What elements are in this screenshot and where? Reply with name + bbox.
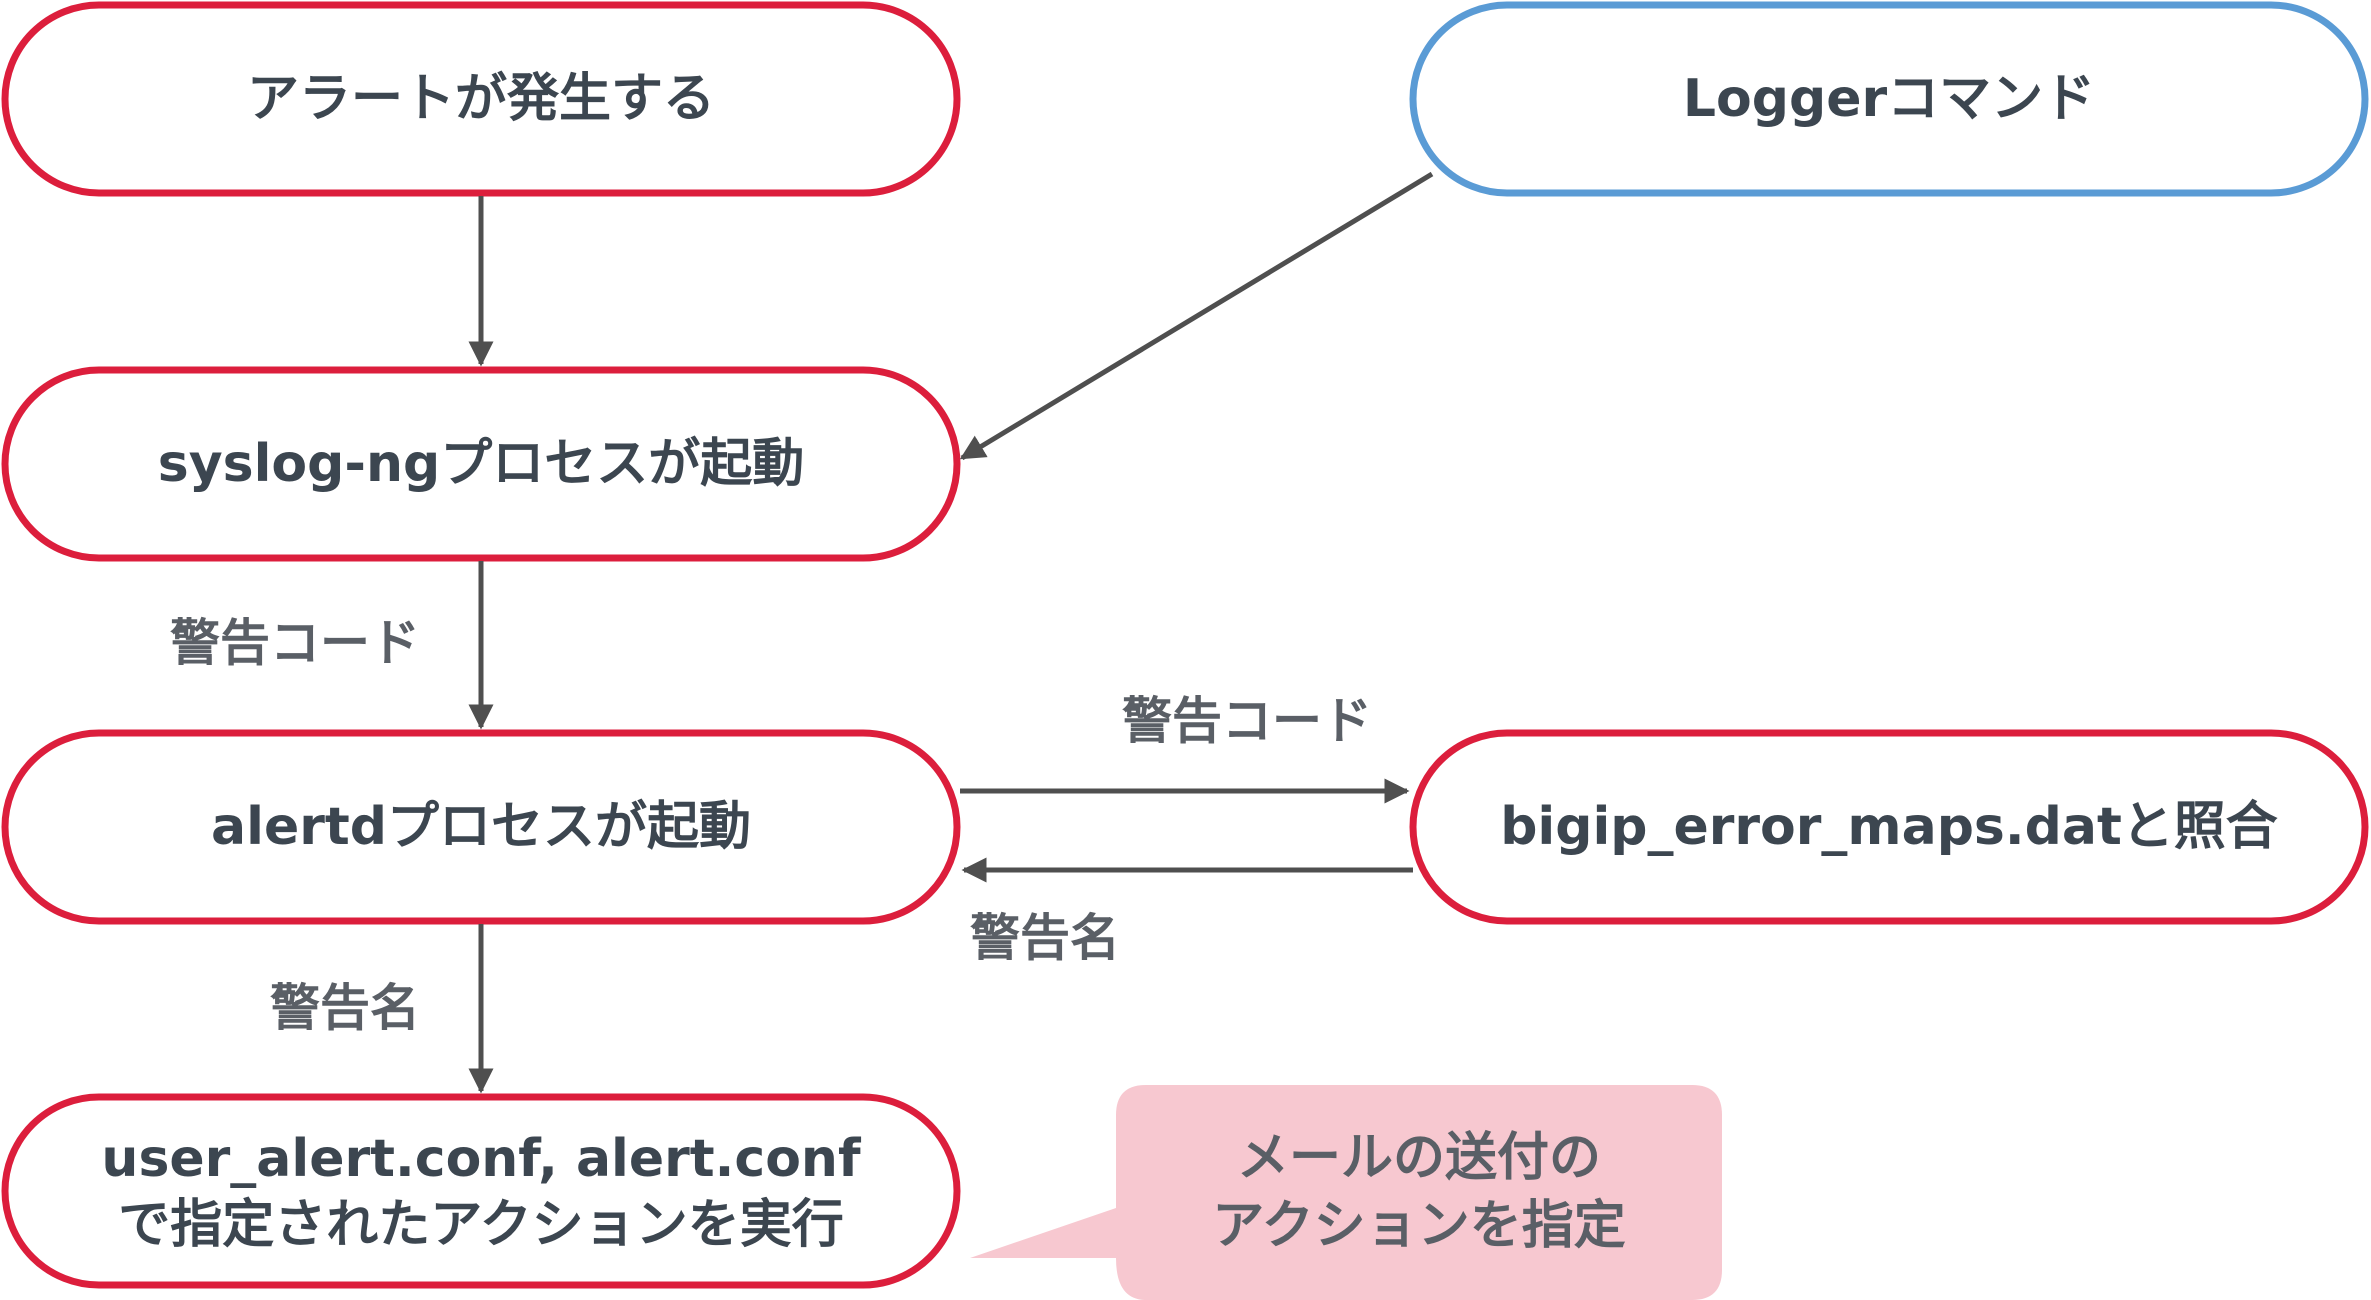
node-alert-occurs-label: アラートが発生する <box>247 69 715 129</box>
node-bigip-error-maps-shape <box>1409 729 2369 925</box>
node-logger-command-shape <box>1409 1 2369 197</box>
edge-label-maps-to-alertd: 警告名 <box>970 909 1120 967</box>
node-alertd: alertdプロセスが起動 <box>1 729 961 925</box>
edge-label-alertd-to-maps: 警告コード <box>1122 692 1372 750</box>
node-alert-occurs: アラートが発生する <box>1 1 961 197</box>
edge-label-alertd-to-conf: 警告名 <box>270 979 420 1037</box>
node-bigip-error-maps: bigip_error_maps.datと照合 <box>1409 729 2369 925</box>
node-bigip-error-maps-label: bigip_error_maps.datと照合 <box>1500 797 2278 857</box>
node-user-alert-conf-shape <box>1 1093 961 1289</box>
node-logger-command-label: Loggerコマンド <box>1683 69 2095 129</box>
edge-label-syslog-to-alertd: 警告コード <box>170 614 420 672</box>
node-syslog-ng-label: syslog-ngプロセスが起動 <box>158 434 804 494</box>
callout-line2: アクションを指定 <box>1212 1196 1625 1256</box>
node-user-alert-conf-line2: で指定されたアクションを実行 <box>118 1195 843 1255</box>
callout-line1: メールの送付の <box>1237 1128 1601 1188</box>
node-alertd-shape <box>1 729 961 925</box>
node-syslog-ng: syslog-ngプロセスが起動 <box>1 366 961 562</box>
callout-bubble <box>970 1085 1722 1300</box>
arrow-logger-to-syslog <box>959 171 1434 461</box>
node-alert-occurs-shape <box>1 1 961 197</box>
node-user-alert-conf: user_alert.conf, alert.conf で指定されたアクションを… <box>1 1093 961 1289</box>
node-syslog-ng-shape <box>1 366 961 562</box>
node-alertd-label: alertdプロセスが起動 <box>211 797 751 857</box>
callout-note: メールの送付の アクションを指定 <box>970 1085 1722 1300</box>
node-logger-command: Loggerコマンド <box>1409 1 2369 197</box>
node-user-alert-conf-line1: user_alert.conf, alert.conf <box>101 1129 862 1189</box>
